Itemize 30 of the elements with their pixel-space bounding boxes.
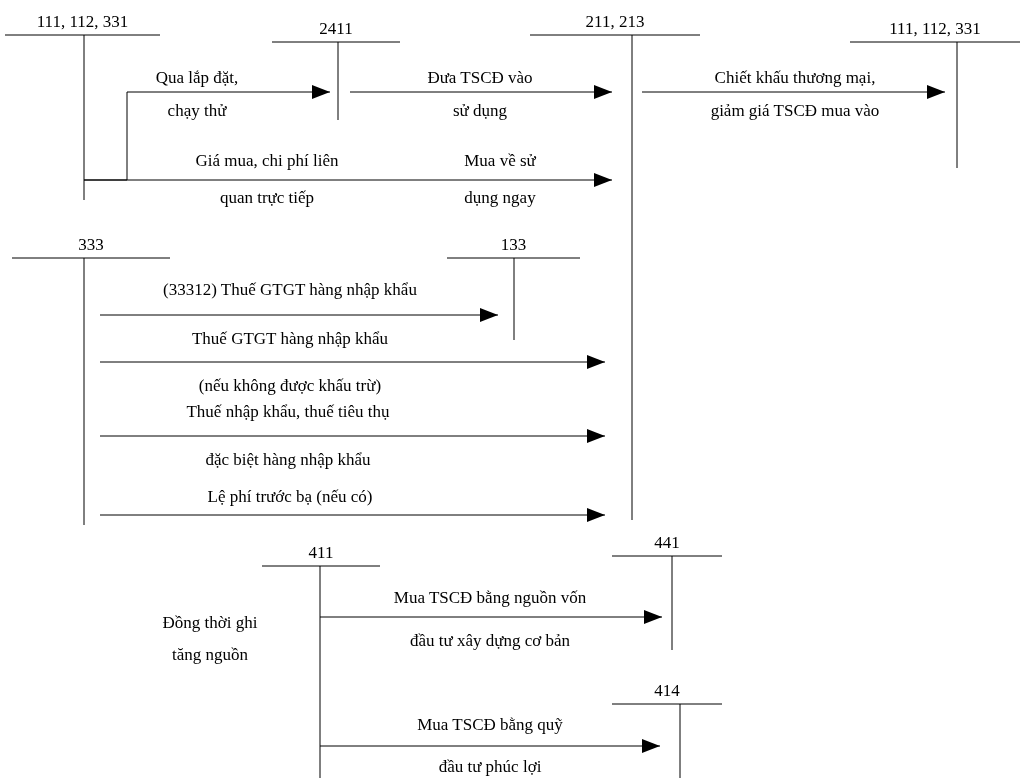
account-number: 411: [307, 542, 335, 564]
edge-label: Chiết khấu thương mại, giảm giá TSCĐ mua vào: [709, 66, 881, 122]
account-number: 111, 112, 331: [888, 18, 982, 40]
arrow: [349, 85, 613, 99]
arrow: [99, 429, 606, 443]
account-number: 2411: [318, 18, 354, 40]
arrow: [83, 173, 613, 187]
arrow: [99, 508, 606, 522]
account-number: 441: [653, 532, 681, 554]
account-number: 333: [77, 234, 105, 256]
edge-label: Giá mua, chi phí liên quan trực tiếp: [194, 149, 340, 209]
arrow: [319, 610, 663, 624]
arrow: [99, 355, 606, 369]
side-note: Đồng thời ghi tăng nguồn: [161, 612, 259, 666]
account-number: 414: [653, 680, 681, 702]
edge-label: Qua lắp đặt, chạy thử: [154, 66, 240, 122]
edge-label: Lệ phí trước bạ (nếu có): [206, 486, 374, 508]
account-number: 211, 213: [584, 11, 646, 33]
edge-label: Mua TSCĐ bằng nguồn vốn đầu tư xây dựng cơ bản: [392, 586, 588, 652]
edge-label: Thuế GTGT hàng nhập khẩu (nếu không được khấu trừ): [190, 327, 390, 397]
arrow: [319, 739, 661, 753]
arrow: [641, 85, 946, 99]
edge-label: Thuế nhập khẩu, thuế tiêu thụ đặc biệt hàng nhập khẩu: [185, 401, 391, 471]
note-text: Mua về sử dụng ngay: [463, 149, 537, 209]
edge-label: Đưa TSCĐ vào sử dụng: [426, 66, 534, 122]
account-number: 111, 112, 331: [35, 11, 130, 33]
edge-label: Mua TSCĐ bằng quỹ đầu tư phúc lợi: [416, 714, 564, 778]
arrow: [99, 308, 499, 322]
edge-label: (33312) Thuế GTGT hàng nhập khẩu: [162, 279, 418, 301]
account-number: 133: [499, 234, 528, 256]
